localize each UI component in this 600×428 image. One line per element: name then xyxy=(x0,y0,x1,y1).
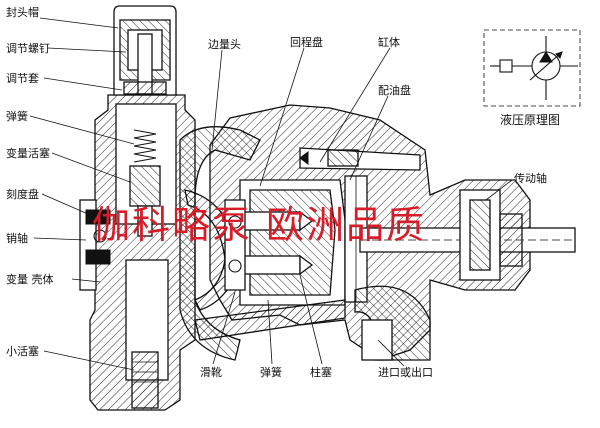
label-variable-head: 边量头 xyxy=(208,38,241,51)
label-adjust-sleeve: 调节套 xyxy=(6,72,39,85)
return-plate xyxy=(224,199,246,291)
label-drive-shaft: 传动轴 xyxy=(514,171,547,185)
watermark-text: 伽科略泵 欧洲品质 xyxy=(92,203,426,247)
port-elbow xyxy=(354,285,431,361)
label-end-cap: 封头帽 xyxy=(6,5,39,19)
label-variable-piston: 变量活塞 xyxy=(6,146,50,160)
small-piston xyxy=(131,351,159,409)
label-port: 进口或出口 xyxy=(378,365,433,379)
label-cylinder: 缸体 xyxy=(378,35,400,49)
label-small-piston: 小活塞 xyxy=(6,344,39,358)
variable-piston xyxy=(129,165,161,237)
label-plunger: 柱塞 xyxy=(310,365,332,379)
label-pin-shaft: 销轴 xyxy=(6,231,28,245)
label-variable-housing: 变量 壳体 xyxy=(6,272,54,286)
drive-shaft-body xyxy=(359,189,576,281)
label-spring-bottom: 弹簧 xyxy=(260,365,282,379)
leader-lines xyxy=(29,17,513,371)
label-slipper: 滑靴 xyxy=(200,365,222,379)
tower-spring xyxy=(133,129,157,163)
label-spring-top: 弹簧 xyxy=(6,109,28,123)
adjust-tower xyxy=(113,5,177,96)
label-hydraulic-principle: 液压原理图 xyxy=(500,112,560,127)
label-dial: 刻度盘 xyxy=(6,187,39,201)
hydraulic-symbol xyxy=(483,29,581,107)
label-return-plate: 回程盘 xyxy=(290,35,323,49)
top-tube xyxy=(299,147,421,171)
bottom-channel xyxy=(194,299,346,341)
dial-assembly xyxy=(79,199,111,291)
label-oil-plate: 配油盘 xyxy=(378,83,411,97)
label-adjust-screw: 调节螺钉 xyxy=(6,42,50,55)
variable-housing xyxy=(89,94,196,411)
